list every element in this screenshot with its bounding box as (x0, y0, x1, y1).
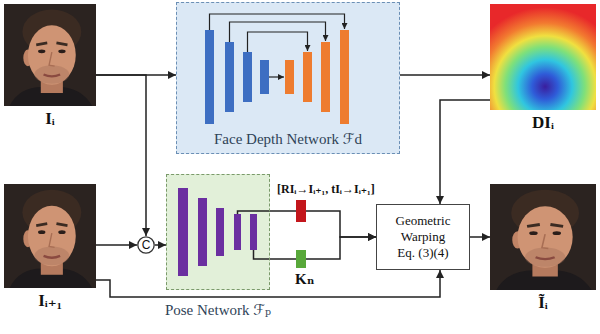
connector-arrow (96, 75, 146, 236)
image-label: Ĩᵢ (536, 293, 550, 313)
process-box: Geometric Warping Eq. (3)(4) (376, 204, 470, 270)
operator-label: C (137, 236, 155, 254)
process-label: Geometric Warping Eq. (3)(4) (391, 213, 455, 261)
connector-arrow (96, 244, 137, 246)
connector-arrow (306, 211, 376, 237)
face-photo (4, 4, 96, 106)
depth-map (490, 4, 596, 110)
pose-layers (178, 188, 270, 276)
input-image: Iᵢ (4, 4, 96, 106)
network-region-fill (176, 2, 400, 154)
network-region: Face Depth Network ℱd (176, 2, 400, 154)
network-label: Pose Network ℱₚ (163, 301, 273, 319)
network-region-fill (166, 174, 270, 290)
face-photo (490, 184, 596, 290)
unet-layers (205, 14, 349, 124)
math-label: [RIᵢ→Iᵢ₊₁, tIᵢ→Iᵢ₊₁] (276, 181, 376, 197)
connector-arrow (155, 244, 166, 246)
pose-output: [RIᵢ→Iᵢ₊₁, tIᵢ→Iᵢ₊₁] (296, 200, 306, 222)
connector-arrow (270, 258, 296, 260)
input-image: Iᵢ₊₁ (4, 184, 96, 288)
face-photo (4, 184, 96, 288)
image-label: Iᵢ₊₁ (36, 291, 64, 311)
intrinsics-output: Kₙ (296, 250, 306, 268)
math-label: Kₙ (294, 270, 315, 288)
circle-outline (138, 237, 154, 253)
output-image: Ĩᵢ (490, 184, 596, 290)
connector-arrow (470, 236, 490, 238)
connector-arrow (306, 237, 376, 259)
connector-arrow (270, 210, 296, 212)
image-label: Iᵢ (43, 109, 57, 129)
connector-arrow (400, 74, 490, 76)
depth-image: DIᵢ (490, 4, 596, 110)
connector-arrow (440, 100, 490, 204)
network-label: Face Depth Network ℱd (212, 130, 364, 148)
network-region: Pose Network ℱₚ (166, 174, 270, 290)
image-label: DIᵢ (530, 113, 556, 133)
connector-arrow (96, 270, 440, 297)
concat-circle: C (137, 236, 155, 254)
